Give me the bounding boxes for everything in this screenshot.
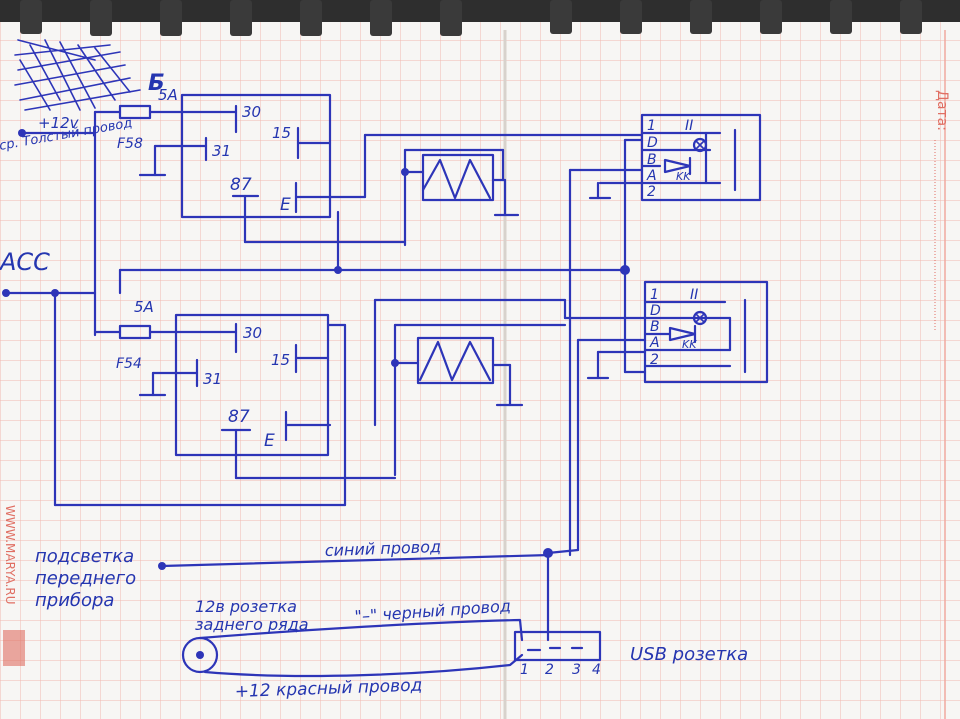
relay-bottom-pin-e: E [264, 431, 275, 451]
binding-strip [0, 0, 960, 22]
wires [2, 133, 647, 678]
relay-top: 30 31 15 87 E [138, 93, 367, 244]
site-label: WWW.MARYA.RU [3, 505, 17, 605]
switch-top-pin-d: D [647, 135, 658, 151]
switch-bottom: 1 D B A 2 II KK [643, 280, 769, 384]
relay-top-pin-30: 30 [242, 103, 261, 121]
backlight-line-1: подсветка [35, 546, 134, 567]
heater-top [401, 148, 520, 247]
relay-bottom-pin-31: 31 [203, 370, 222, 388]
switch-bottom-pin-a: A [649, 335, 660, 351]
usb-pin-4: 4 [592, 662, 601, 678]
socket-12v-line-2: заднего ряда [195, 615, 309, 634]
plus12-terminal [18, 129, 26, 137]
relay-bottom-pin-15: 15 [271, 351, 290, 369]
plus12-label: +12v [38, 114, 80, 132]
relay-bottom-pin-30: 30 [243, 324, 262, 342]
relay-top-pin-31: 31 [212, 142, 231, 160]
fuse-bottom: 5А F54 [93, 298, 238, 372]
switch-bottom-pin-d: D [650, 303, 661, 319]
switch-bottom-pin-b: B [650, 319, 660, 335]
switch-top: 1 D B A 2 II KK [640, 113, 762, 202]
fuse-top-rating-alt: Б [148, 71, 165, 96]
scribble [14, 39, 141, 111]
switch-bottom-diode: KK [682, 338, 697, 351]
blue-wire-label: синий провод [324, 537, 441, 560]
relay-top-pin-e: E [280, 195, 291, 215]
switch-top-diode: KK [676, 170, 691, 183]
switch-top-pin-b: B [647, 152, 657, 168]
relay-top-pin-87: 87 [230, 175, 252, 195]
fuse-bottom-name: F54 [116, 356, 142, 372]
fuse-top-rating: 5А [158, 86, 178, 104]
usb-pin-1: 1 [520, 662, 529, 678]
usb-socket-label: USB розетка [630, 644, 748, 665]
socket-12v-line-1: 12в розетка [195, 597, 297, 616]
relay-bottom-pin-87: 87 [228, 407, 250, 427]
acc-label: ACC [0, 248, 50, 276]
grid-pattern [0, 20, 960, 719]
usb-pin-3: 3 [572, 662, 581, 678]
switch-bottom-roman: II [690, 287, 698, 303]
switch-top-pin-a: A [646, 168, 657, 184]
fuse-top: Б 5А F58 [93, 71, 238, 152]
switch-bottom-pin-1: 1 [650, 287, 659, 303]
qr-code [3, 630, 25, 666]
date-label: Дата: [934, 90, 950, 131]
relay-top-pin-15: 15 [272, 124, 291, 142]
usb-pin-2: 2 [545, 662, 554, 678]
switch-top-pin-2: 2 [647, 184, 656, 200]
fuse-top-name: F58 [117, 136, 143, 152]
switch-top-pin-1: 1 [647, 118, 656, 134]
heater-bottom [391, 323, 567, 477]
switch-top-roman: II [685, 118, 693, 134]
backlight-line-2: переднего [35, 568, 136, 589]
fuse-bottom-rating: 5А [134, 298, 154, 316]
relay-bottom: 30 31 15 87 E [138, 313, 332, 480]
switch-bottom-pin-2: 2 [650, 352, 659, 368]
binding-holes [20, 0, 922, 36]
backlight-line-3: прибора [35, 590, 114, 611]
